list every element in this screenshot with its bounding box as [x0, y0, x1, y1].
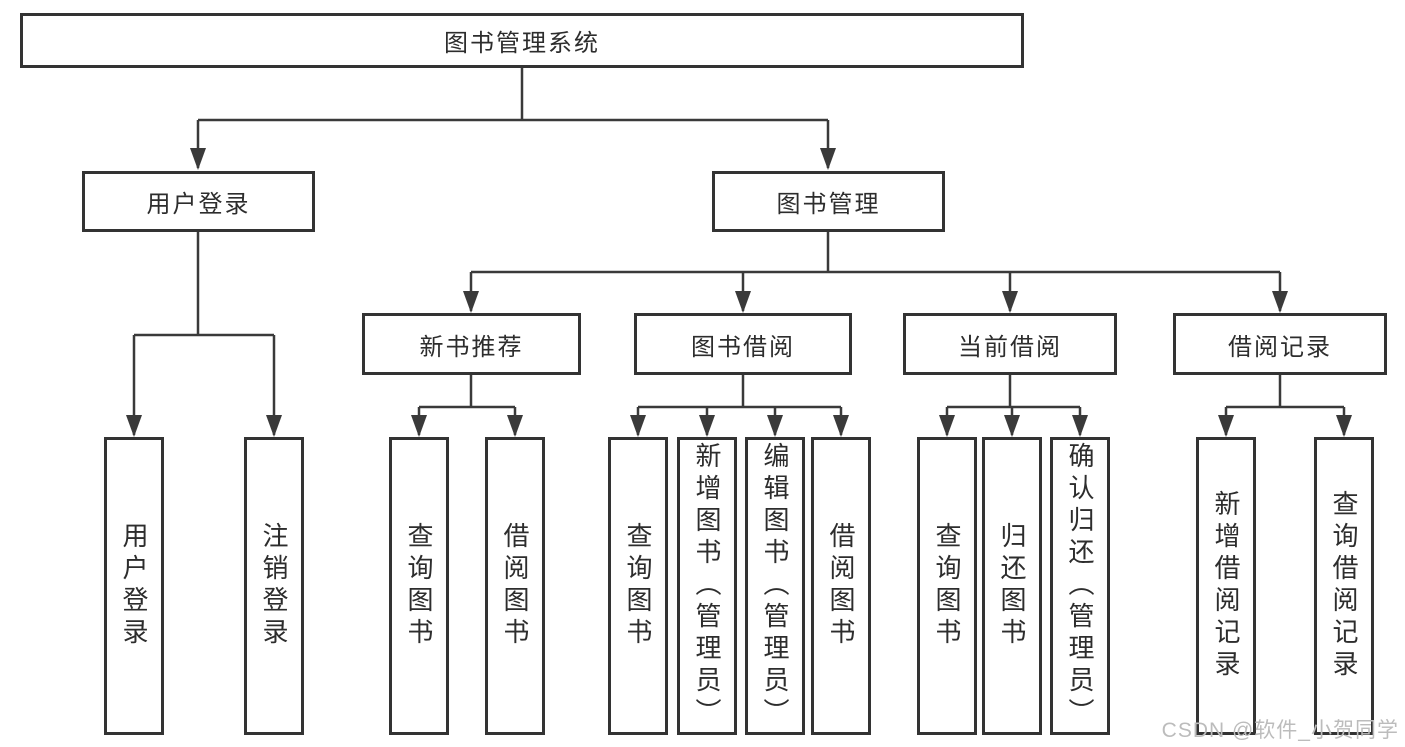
- leaf-borrow-query-book: 查询图书: [608, 437, 668, 735]
- leaf-recommend-query-book: 查询图书: [389, 437, 449, 735]
- node-user-login: 用户登录: [82, 171, 315, 232]
- leaf-edit-book-admin: 编辑图书（管理员）: [745, 437, 805, 735]
- node-borrow-records: 借阅记录: [1173, 313, 1387, 375]
- leaf-add-borrow-record: 新增借阅记录: [1196, 437, 1256, 735]
- node-current-borrow: 当前借阅: [903, 313, 1117, 375]
- leaf-current-query-book: 查询图书: [917, 437, 977, 735]
- leaf-logout: 注销登录: [244, 437, 304, 735]
- node-root-system: 图书管理系统: [20, 13, 1024, 68]
- leaf-query-borrow-record: 查询借阅记录: [1314, 437, 1374, 735]
- node-new-book-recommend: 新书推荐: [362, 313, 581, 375]
- leaf-add-book-admin: 新增图书（管理员）: [677, 437, 737, 735]
- leaf-borrow-book: 借阅图书: [811, 437, 871, 735]
- node-book-borrow: 图书借阅: [634, 313, 852, 375]
- leaf-recommend-borrow-book: 借阅图书: [485, 437, 545, 735]
- csdn-watermark: CSDN @软件_小贺同学: [1161, 719, 1399, 742]
- arrowheads: [126, 148, 1352, 437]
- leaf-user-login: 用户登录: [104, 437, 164, 735]
- leaf-return-book: 归还图书: [982, 437, 1042, 735]
- node-book-management: 图书管理: [712, 171, 945, 232]
- leaf-confirm-return-admin: 确认归还（管理员）: [1050, 437, 1110, 735]
